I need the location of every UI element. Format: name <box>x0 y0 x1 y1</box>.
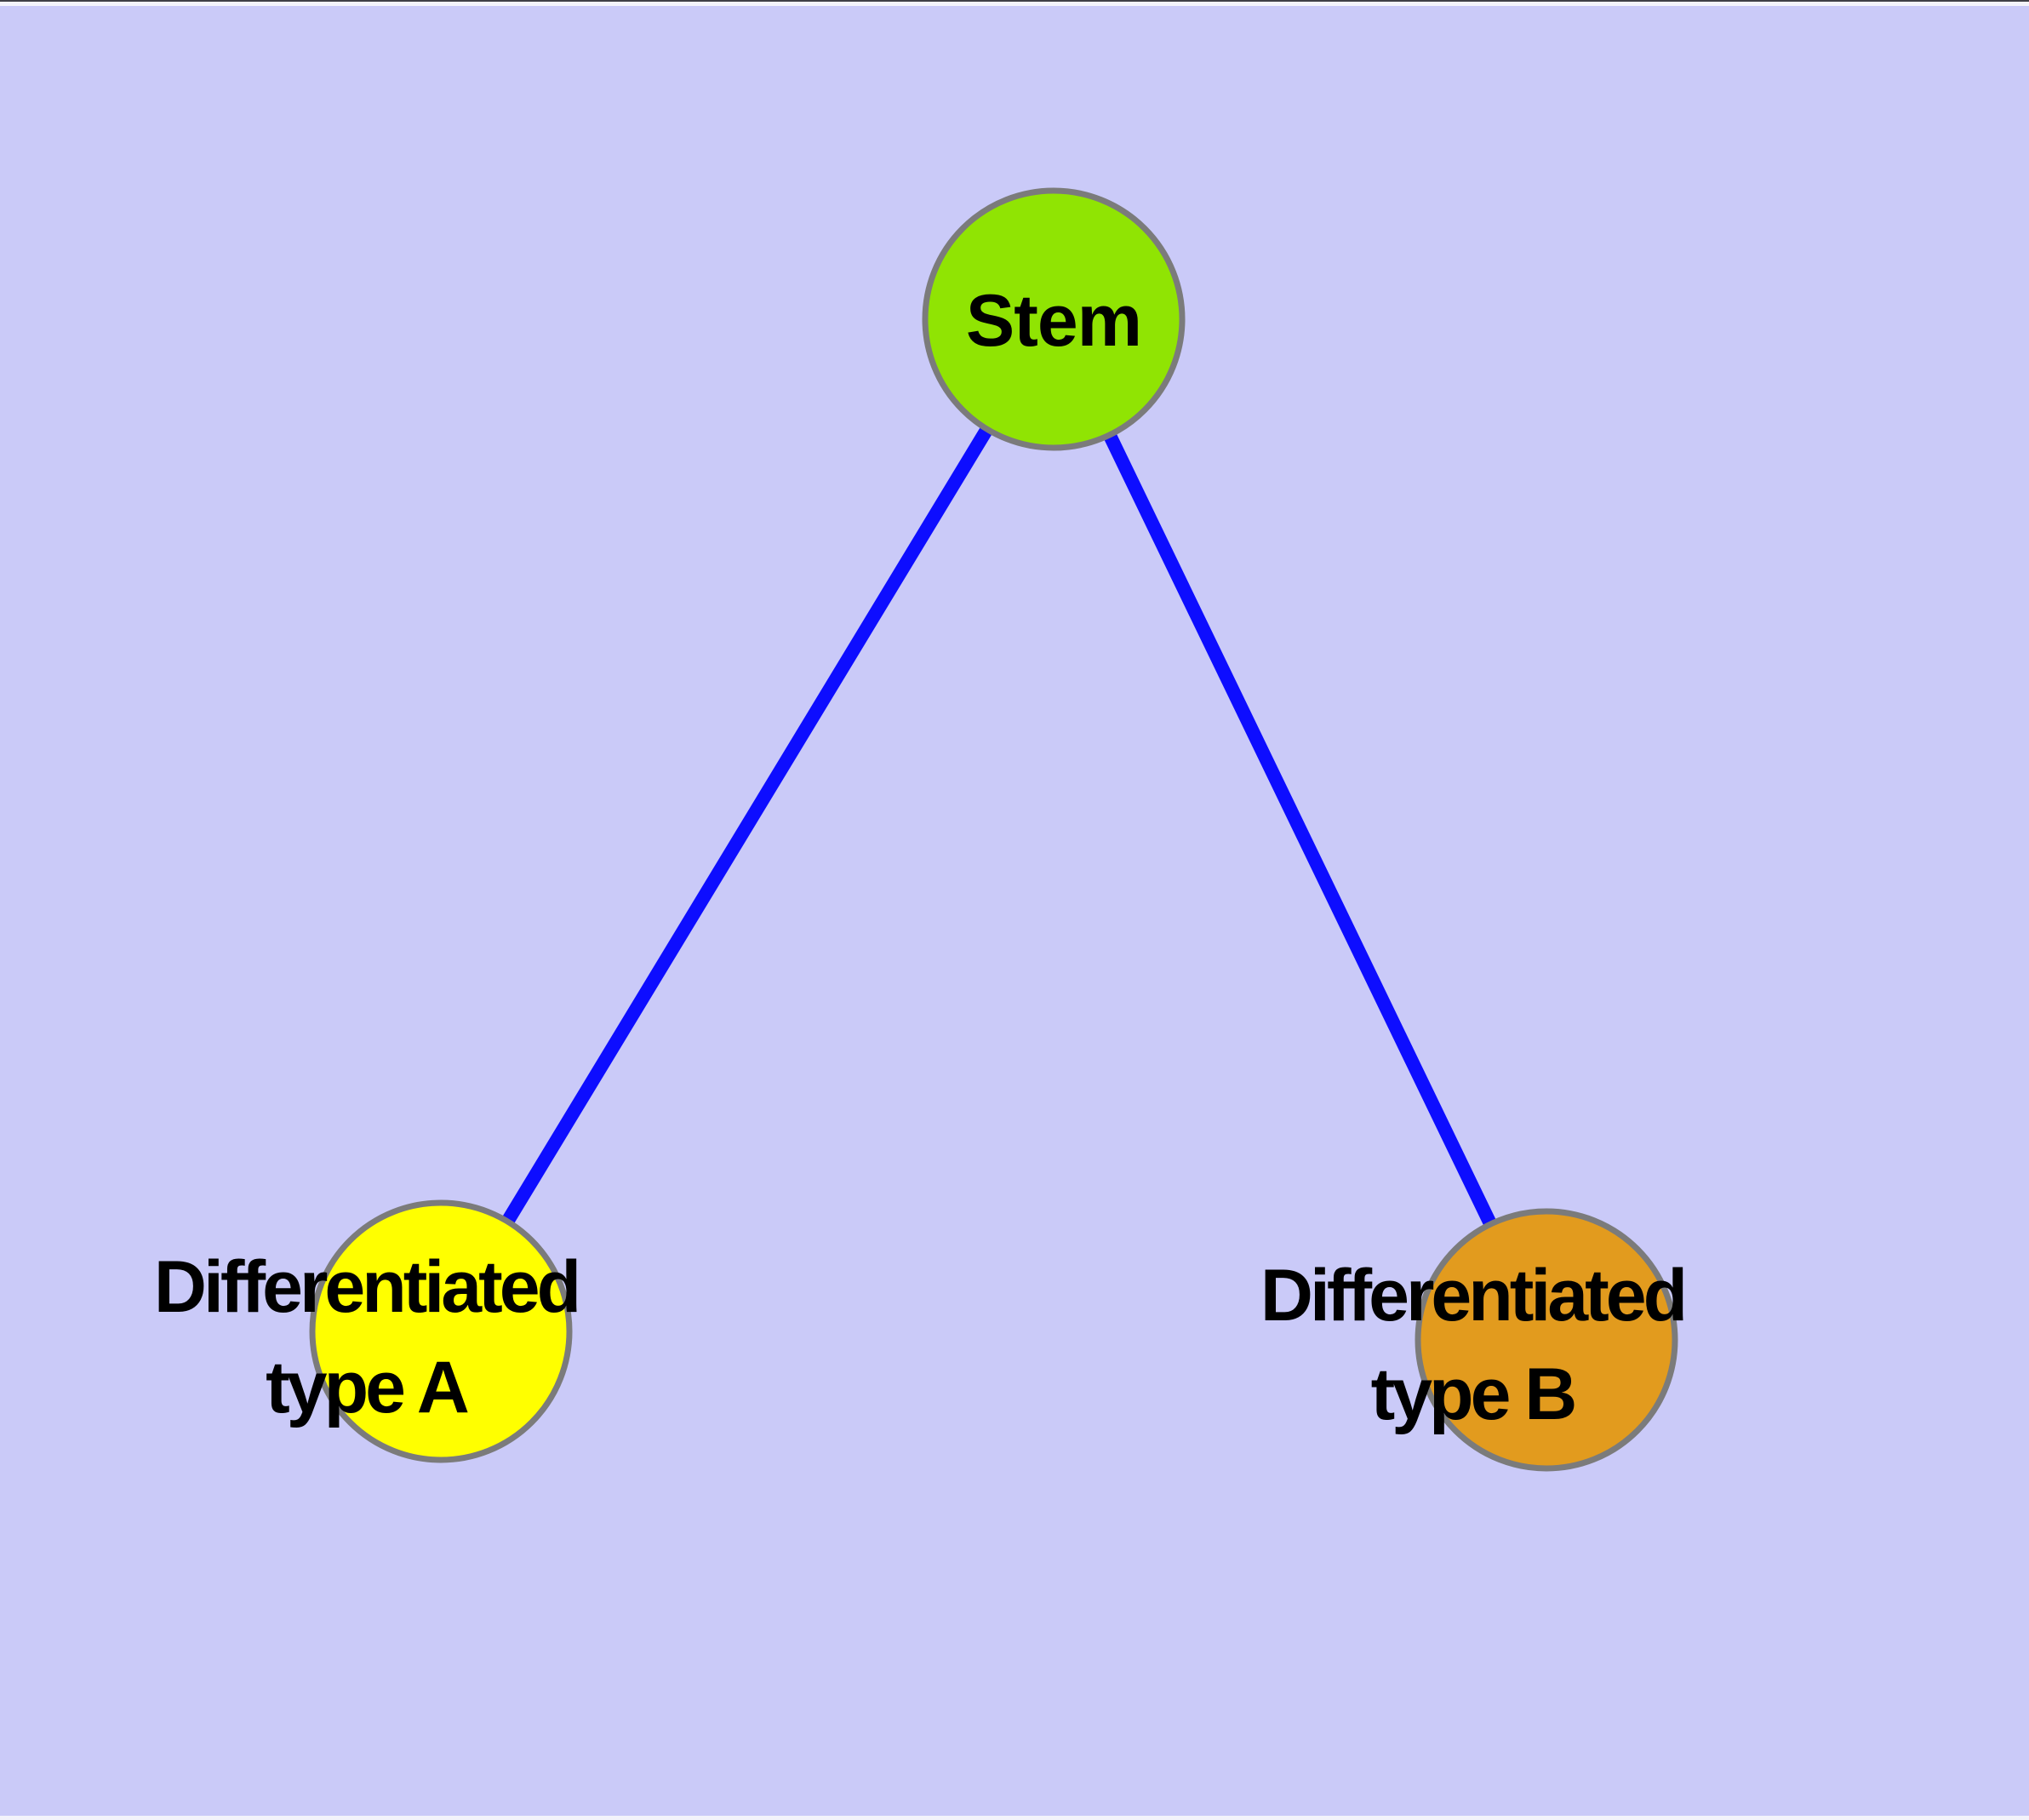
node-differentiated-type-b <box>1415 1208 1678 1472</box>
label-layer: Stem Differentiated type A Differentiate… <box>154 280 1688 1435</box>
edge-stem-to-type-b <box>1102 428 1498 1231</box>
node-layer <box>309 187 1678 1472</box>
node-type-b-label-line-2: type B <box>1371 1354 1575 1435</box>
node-type-a-label-line-1: Differentiated <box>154 1246 578 1328</box>
window-bottom-highlight <box>0 1816 2029 1820</box>
window-top-highlight <box>0 2 2029 6</box>
node-stem <box>922 187 1186 451</box>
node-differentiated-type-a <box>309 1199 573 1463</box>
edge-layer <box>500 422 1498 1231</box>
edge-stem-to-type-a <box>500 422 994 1228</box>
node-type-b-label-line-1: Differentiated <box>1260 1255 1684 1336</box>
node-type-a-label-line-2: type A <box>266 1347 468 1428</box>
node-stem-label: Stem <box>966 280 1141 362</box>
window-top-border <box>0 0 2029 2</box>
